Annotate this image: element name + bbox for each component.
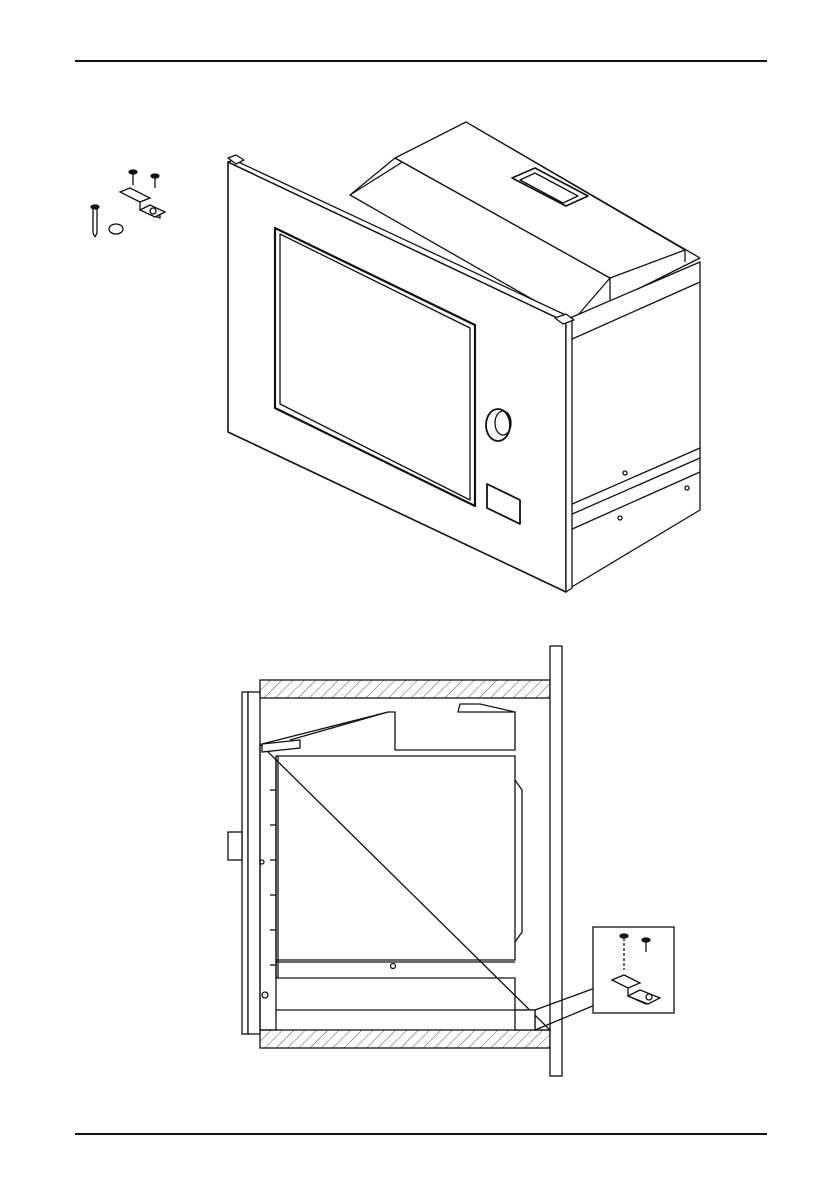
mounting-parts-figure	[91, 170, 165, 237]
bracket-detail-inset	[593, 927, 674, 1013]
oven-isometric-figure	[228, 122, 700, 592]
cabinet-section-figure	[228, 646, 595, 1076]
